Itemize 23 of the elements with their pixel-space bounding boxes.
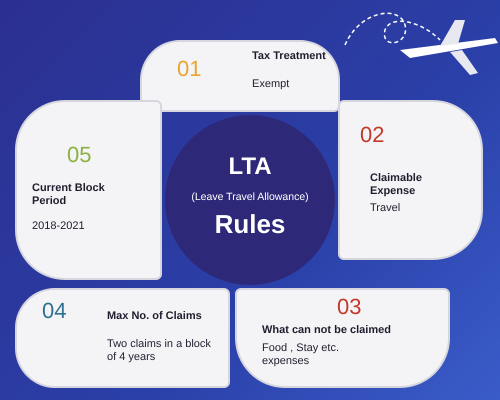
step-number: 04 — [42, 298, 66, 324]
info-segment — [15, 100, 162, 280]
info-segment — [235, 288, 450, 388]
segment-heading: Tax Treatment — [252, 50, 327, 63]
subtitle-text: (Leave Travel Allowance) — [190, 191, 310, 203]
segment-text: 2018-2021 — [32, 220, 86, 233]
step-number: 05 — [67, 142, 92, 168]
segment-text: Food , Stay etc. expenses — [262, 342, 340, 368]
info-segment — [15, 288, 230, 388]
segment-text: Travel — [370, 202, 402, 215]
segment-heading: What can not be claimed — [262, 324, 392, 337]
info-segment — [338, 100, 483, 260]
step-number: 02 — [360, 122, 384, 148]
segment-heading: Max No. of Claims — [107, 310, 203, 323]
segment-heading: Claimable Expense — [370, 172, 423, 198]
step-number: 03 — [337, 294, 362, 320]
title-text: LTA — [227, 153, 273, 181]
info-segment — [140, 40, 340, 112]
title-text: Rules — [214, 209, 286, 240]
step-number: 01 — [177, 56, 202, 82]
segment-text: Two claims in a block of 4 years — [107, 338, 212, 364]
segment-text: Exempt — [252, 78, 290, 91]
segment-heading: Current Block Period — [32, 182, 106, 208]
